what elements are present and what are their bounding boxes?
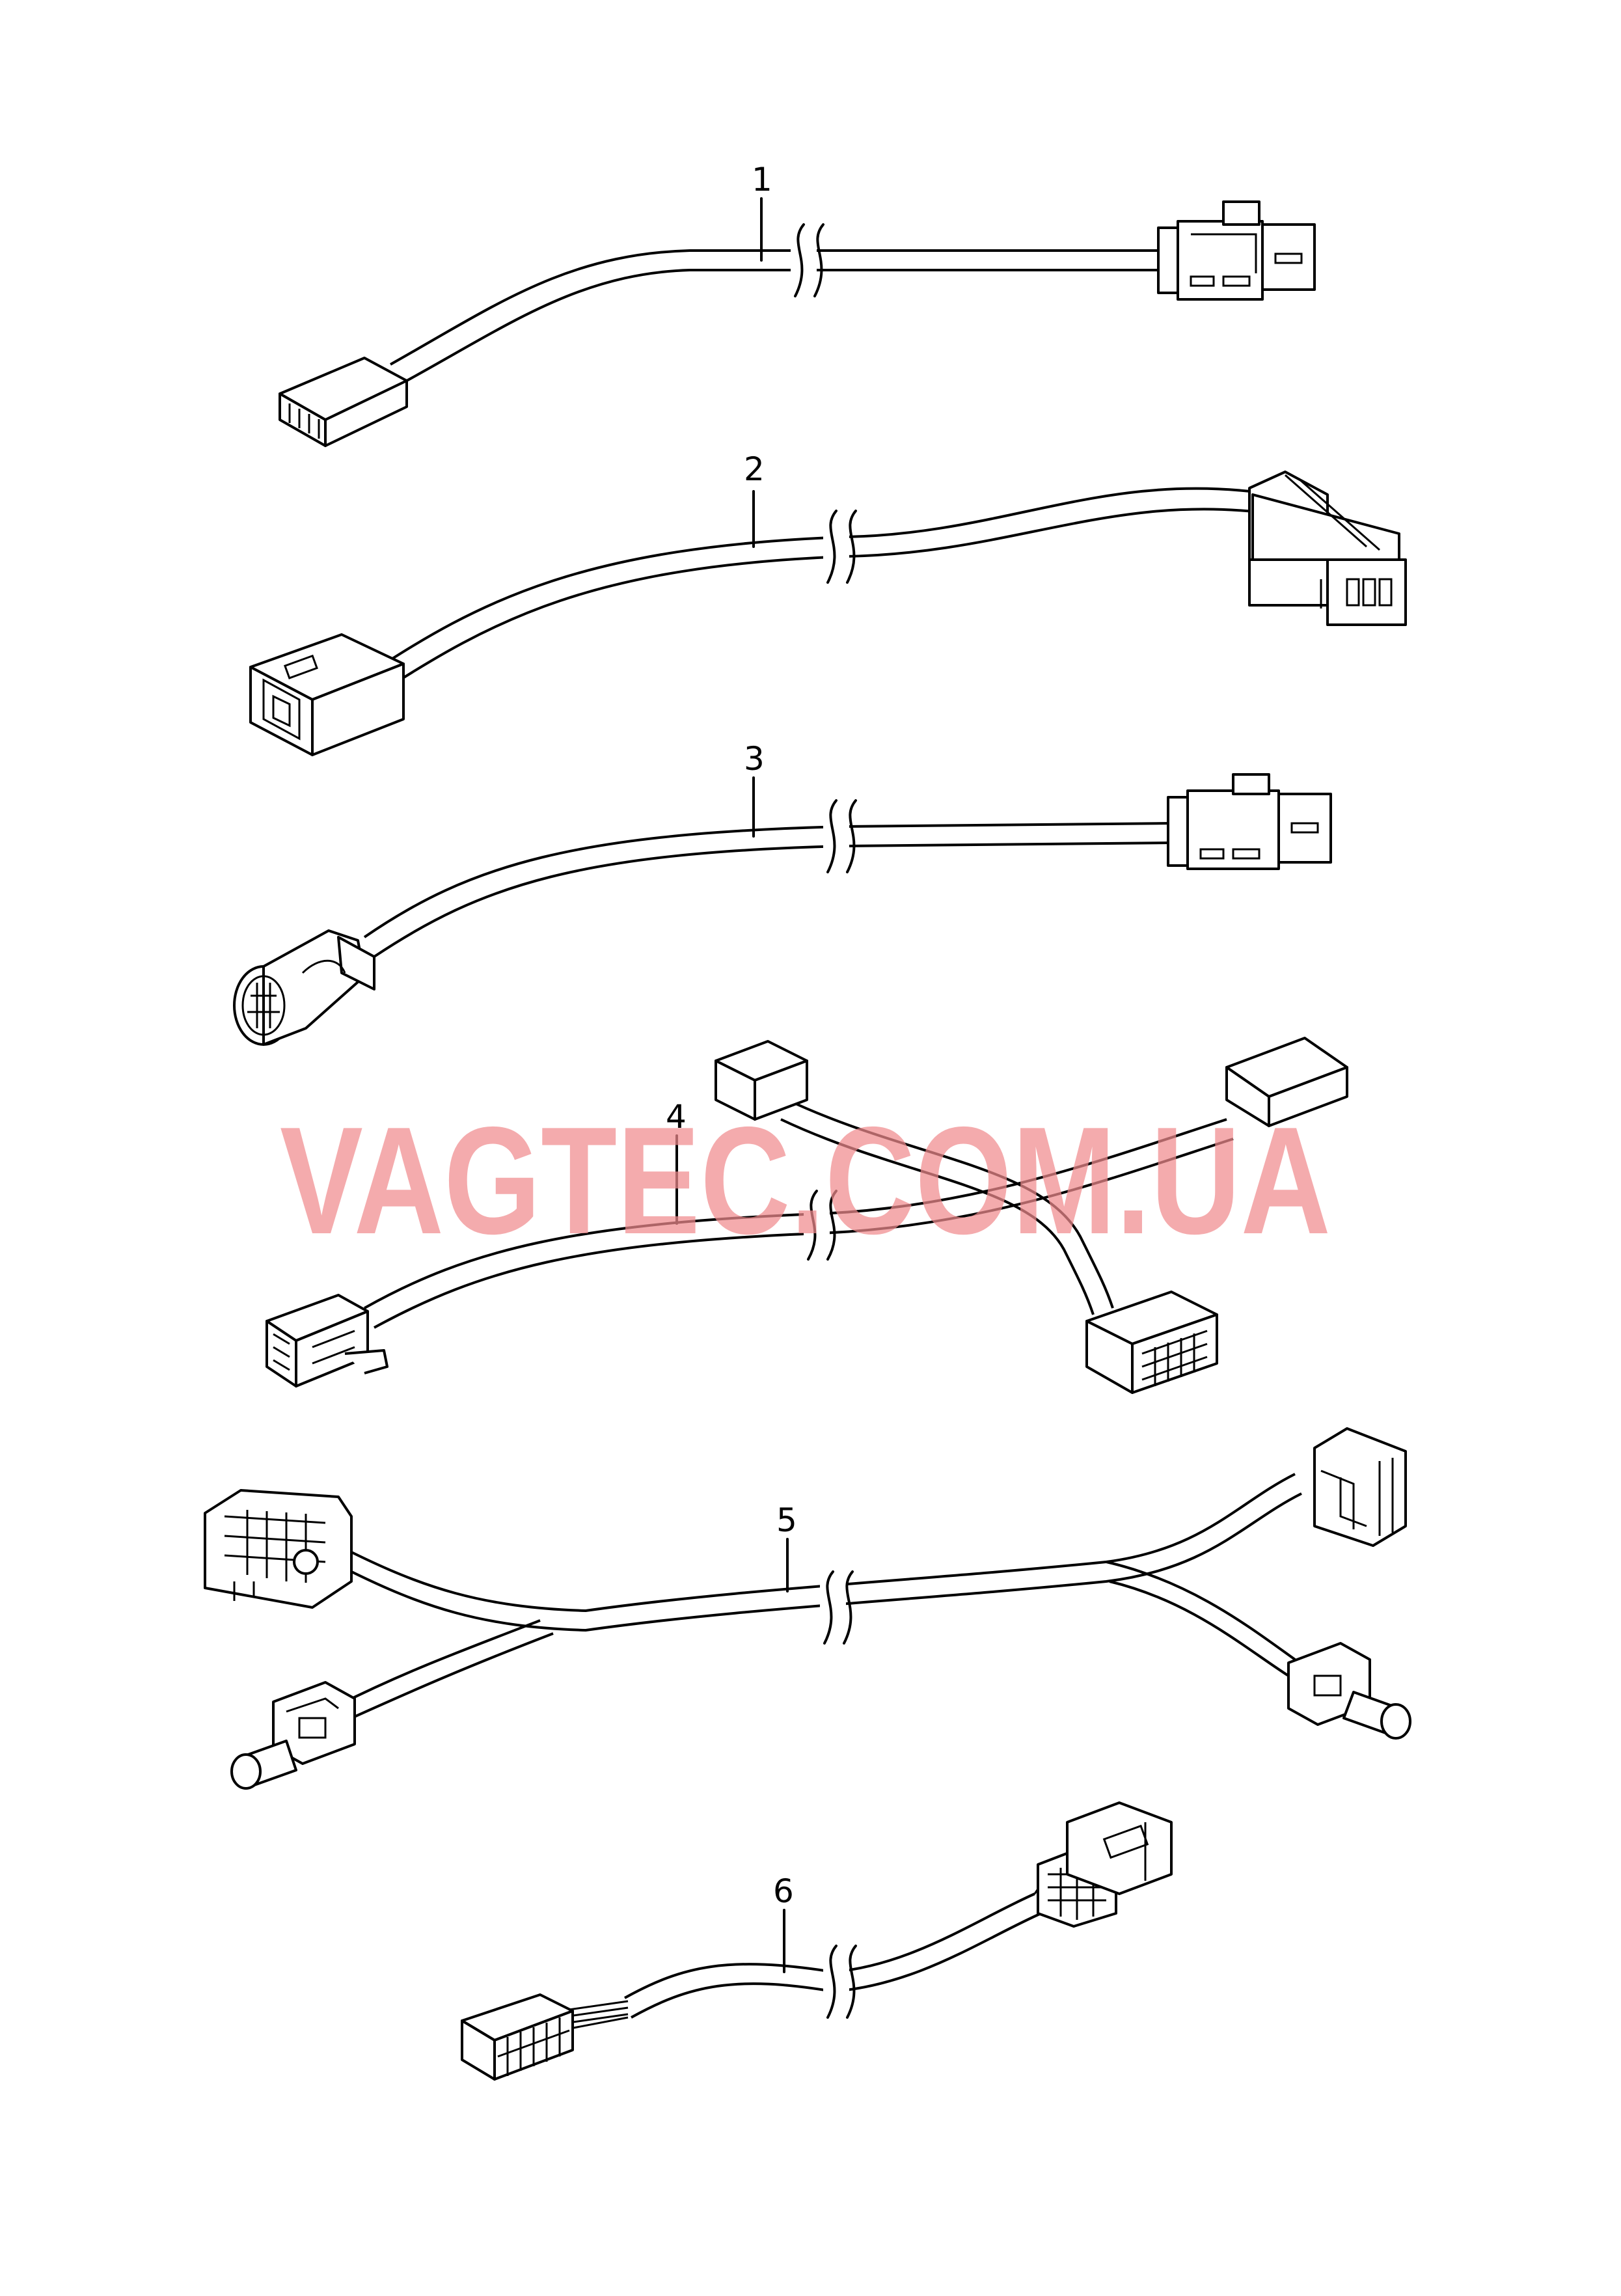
flat-connector-6pin xyxy=(279,357,408,447)
watermark-text: VAGTEC.COM.UA xyxy=(280,1095,1331,1266)
callout-2: 2 xyxy=(744,450,765,488)
cable-assembly-2[interactable]: 2 xyxy=(249,450,1407,756)
cable-assembly-6[interactable]: 6 xyxy=(461,1801,1173,2081)
rectangular-connector xyxy=(1157,200,1316,301)
quadlock-connector xyxy=(204,1489,353,1609)
cable-assembly-1[interactable]: 1 xyxy=(279,161,1316,447)
fakra-connector-left xyxy=(230,1681,356,1790)
square-housing-connector xyxy=(249,633,405,756)
callout-3: 3 xyxy=(744,740,765,778)
cable-assembly-3[interactable]: 3 xyxy=(233,740,1332,1046)
rectangular-connector xyxy=(1167,773,1332,870)
callout-4: 4 xyxy=(666,1098,687,1136)
cable-assembly-4[interactable]: 4 xyxy=(266,1037,1348,1394)
latched-plug-connector xyxy=(1248,471,1407,626)
round-plug-connector xyxy=(233,929,375,1046)
angled-housing-connector xyxy=(1313,1427,1407,1547)
block-connector-top-right xyxy=(1225,1037,1348,1127)
cable-assembly-5[interactable]: 5 xyxy=(204,1427,1411,1790)
twin-housing-connector xyxy=(1037,1801,1173,1928)
ribbon-connector-left xyxy=(461,1993,574,2081)
callout-6: 6 xyxy=(773,1872,794,1910)
multi-pin-connector-left xyxy=(266,1294,388,1387)
callout-5: 5 xyxy=(776,1501,797,1539)
block-connector-top-left xyxy=(715,1040,808,1121)
fakra-connector-right xyxy=(1287,1642,1411,1740)
multi-pin-connector-lower xyxy=(1085,1291,1218,1394)
callout-1: 1 xyxy=(752,161,772,198)
